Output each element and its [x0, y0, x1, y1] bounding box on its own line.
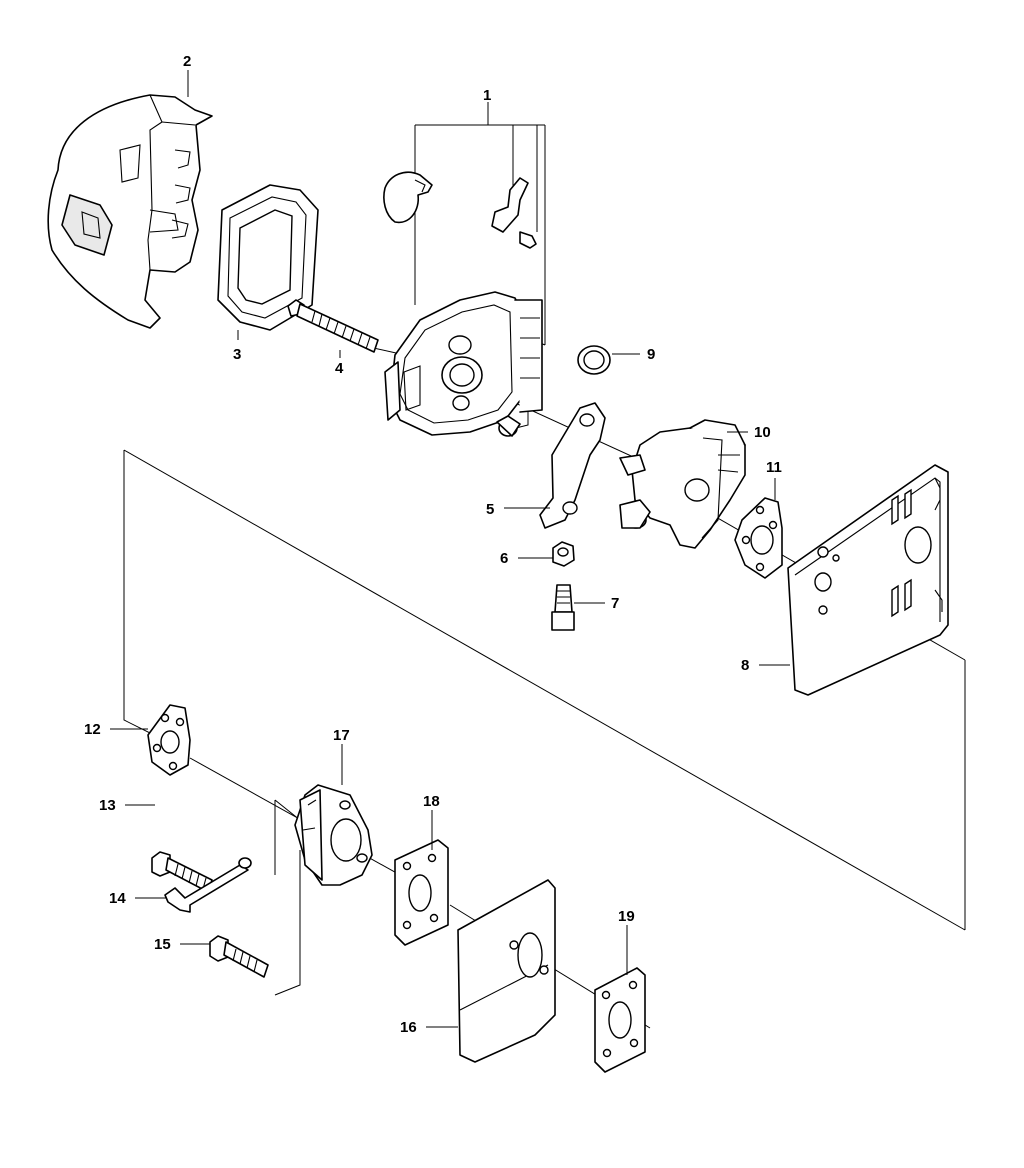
callout-15: 15 [154, 936, 171, 953]
callout-17: 17 [333, 727, 350, 744]
callout-14: 14 [109, 890, 126, 907]
air-filter [217, 184, 319, 331]
callout-4: 4 [335, 360, 344, 377]
intake-adapter [294, 784, 373, 886]
callout-12: 12 [84, 721, 101, 738]
bracket-plate [539, 402, 606, 529]
callout-16: 16 [400, 1019, 417, 1036]
air-filter-cover [47, 94, 213, 329]
gasket-middle [394, 839, 449, 946]
threaded-fitting [551, 584, 575, 631]
gasket-left [147, 704, 191, 776]
hex-nut [552, 541, 575, 567]
callout-6: 6 [500, 550, 508, 567]
heat-shield-small [457, 879, 556, 1063]
gasket-upper [734, 497, 783, 579]
callout-9: 9 [647, 346, 655, 363]
callout-19: 19 [618, 908, 635, 925]
callout-5: 5 [486, 501, 494, 518]
heat-shield-plate [787, 464, 949, 696]
bolt-lower [209, 935, 269, 978]
callout-8: 8 [741, 657, 749, 674]
callout-2: 2 [183, 53, 191, 70]
callout-7: 7 [611, 595, 619, 612]
callout-3: 3 [233, 346, 241, 363]
callout-10: 10 [754, 424, 771, 441]
gasket-lower [594, 967, 646, 1073]
o-ring [577, 345, 611, 375]
callout-18: 18 [423, 793, 440, 810]
carburetor-housing [383, 171, 543, 437]
callout-13: 13 [99, 797, 116, 814]
callout-leaders [110, 70, 790, 1028]
long-bolt [287, 299, 379, 353]
bolt-upper [151, 851, 213, 893]
l-shaft [164, 857, 252, 913]
callout-11: 11 [766, 459, 782, 476]
carburetor [619, 419, 746, 549]
callout-1: 1 [483, 87, 491, 104]
callout-labels: 1 2 3 4 5 6 7 8 9 10 11 12 13 14 15 16 1… [84, 53, 782, 1036]
